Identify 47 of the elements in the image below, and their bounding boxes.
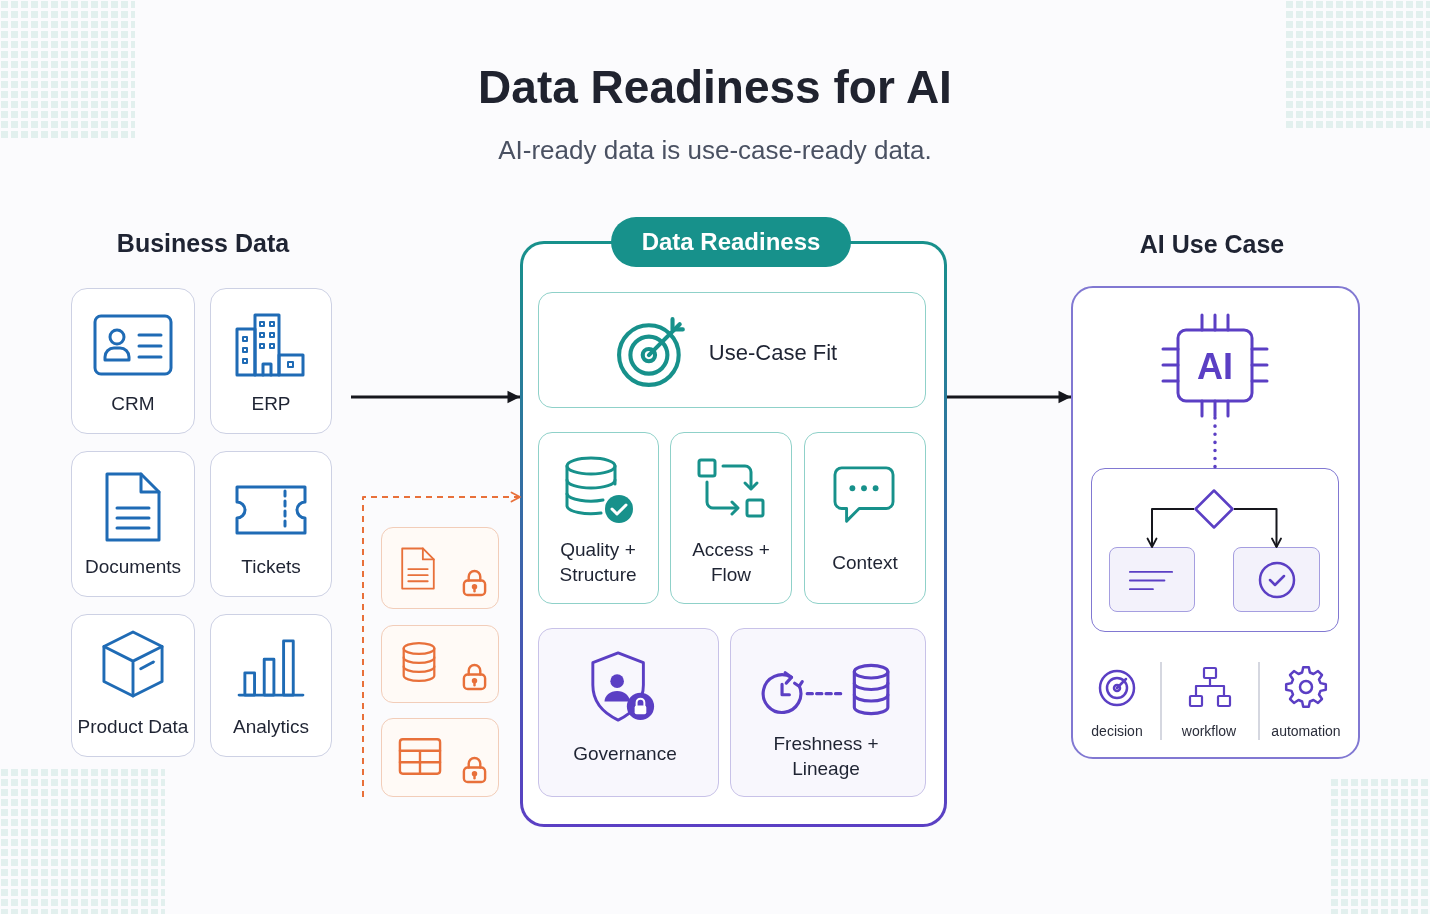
arrow bbox=[947, 390, 1071, 404]
section-heading: AI Use Case bbox=[1139, 228, 1285, 260]
option-card bbox=[1109, 547, 1195, 612]
card-label: Freshness + Lineage bbox=[772, 732, 880, 781]
card-label: Documents bbox=[84, 554, 182, 579]
readiness-card bbox=[670, 432, 792, 604]
subtitle: AI-ready data is use-case-ready data. bbox=[498, 134, 932, 168]
caption-label: automation bbox=[1271, 721, 1341, 741]
decision-diamond bbox=[1194, 489, 1234, 529]
option-card bbox=[1233, 547, 1320, 612]
source-card bbox=[210, 451, 332, 597]
source-card bbox=[71, 288, 195, 434]
source-card bbox=[71, 451, 195, 597]
card-label: Quality + Structure bbox=[558, 538, 638, 587]
dashed-arrow bbox=[362, 491, 521, 798]
card-label: Access + Flow bbox=[691, 538, 771, 587]
source-card bbox=[71, 614, 195, 757]
chip-label: AI bbox=[1197, 344, 1233, 389]
page-title: Data Readiness for AI bbox=[478, 60, 952, 116]
readiness-card bbox=[538, 432, 659, 604]
caption-label: workflow bbox=[1181, 721, 1237, 741]
locked-data-card bbox=[381, 527, 499, 609]
card-label: Analytics bbox=[233, 714, 309, 739]
card-label: Product Data bbox=[77, 714, 189, 739]
arrow bbox=[1146, 508, 1195, 548]
dotted-line bbox=[1213, 416, 1217, 470]
caption-label: decision bbox=[1091, 721, 1143, 741]
card-label: Governance bbox=[573, 741, 677, 766]
readiness-card bbox=[538, 292, 926, 408]
readiness-card bbox=[730, 628, 926, 797]
flow-panel bbox=[1091, 468, 1339, 632]
section-heading: Business Data bbox=[116, 227, 290, 259]
readiness-card bbox=[804, 432, 926, 604]
readiness-card bbox=[538, 628, 719, 797]
locked-data-card bbox=[381, 718, 499, 797]
arrow bbox=[351, 390, 520, 404]
locked-data-card bbox=[381, 625, 499, 703]
card-label: Tickets bbox=[241, 554, 301, 579]
ai-chip bbox=[1162, 313, 1268, 418]
title-pill: Data Readiness bbox=[611, 217, 851, 267]
card-label: Use-Case Fit bbox=[708, 338, 838, 367]
card-label: CRM bbox=[111, 391, 155, 416]
card-label: ERP bbox=[251, 391, 291, 416]
source-card bbox=[210, 614, 332, 757]
arrow bbox=[1233, 508, 1282, 548]
card-label: Context bbox=[832, 550, 898, 575]
source-card bbox=[210, 288, 332, 434]
